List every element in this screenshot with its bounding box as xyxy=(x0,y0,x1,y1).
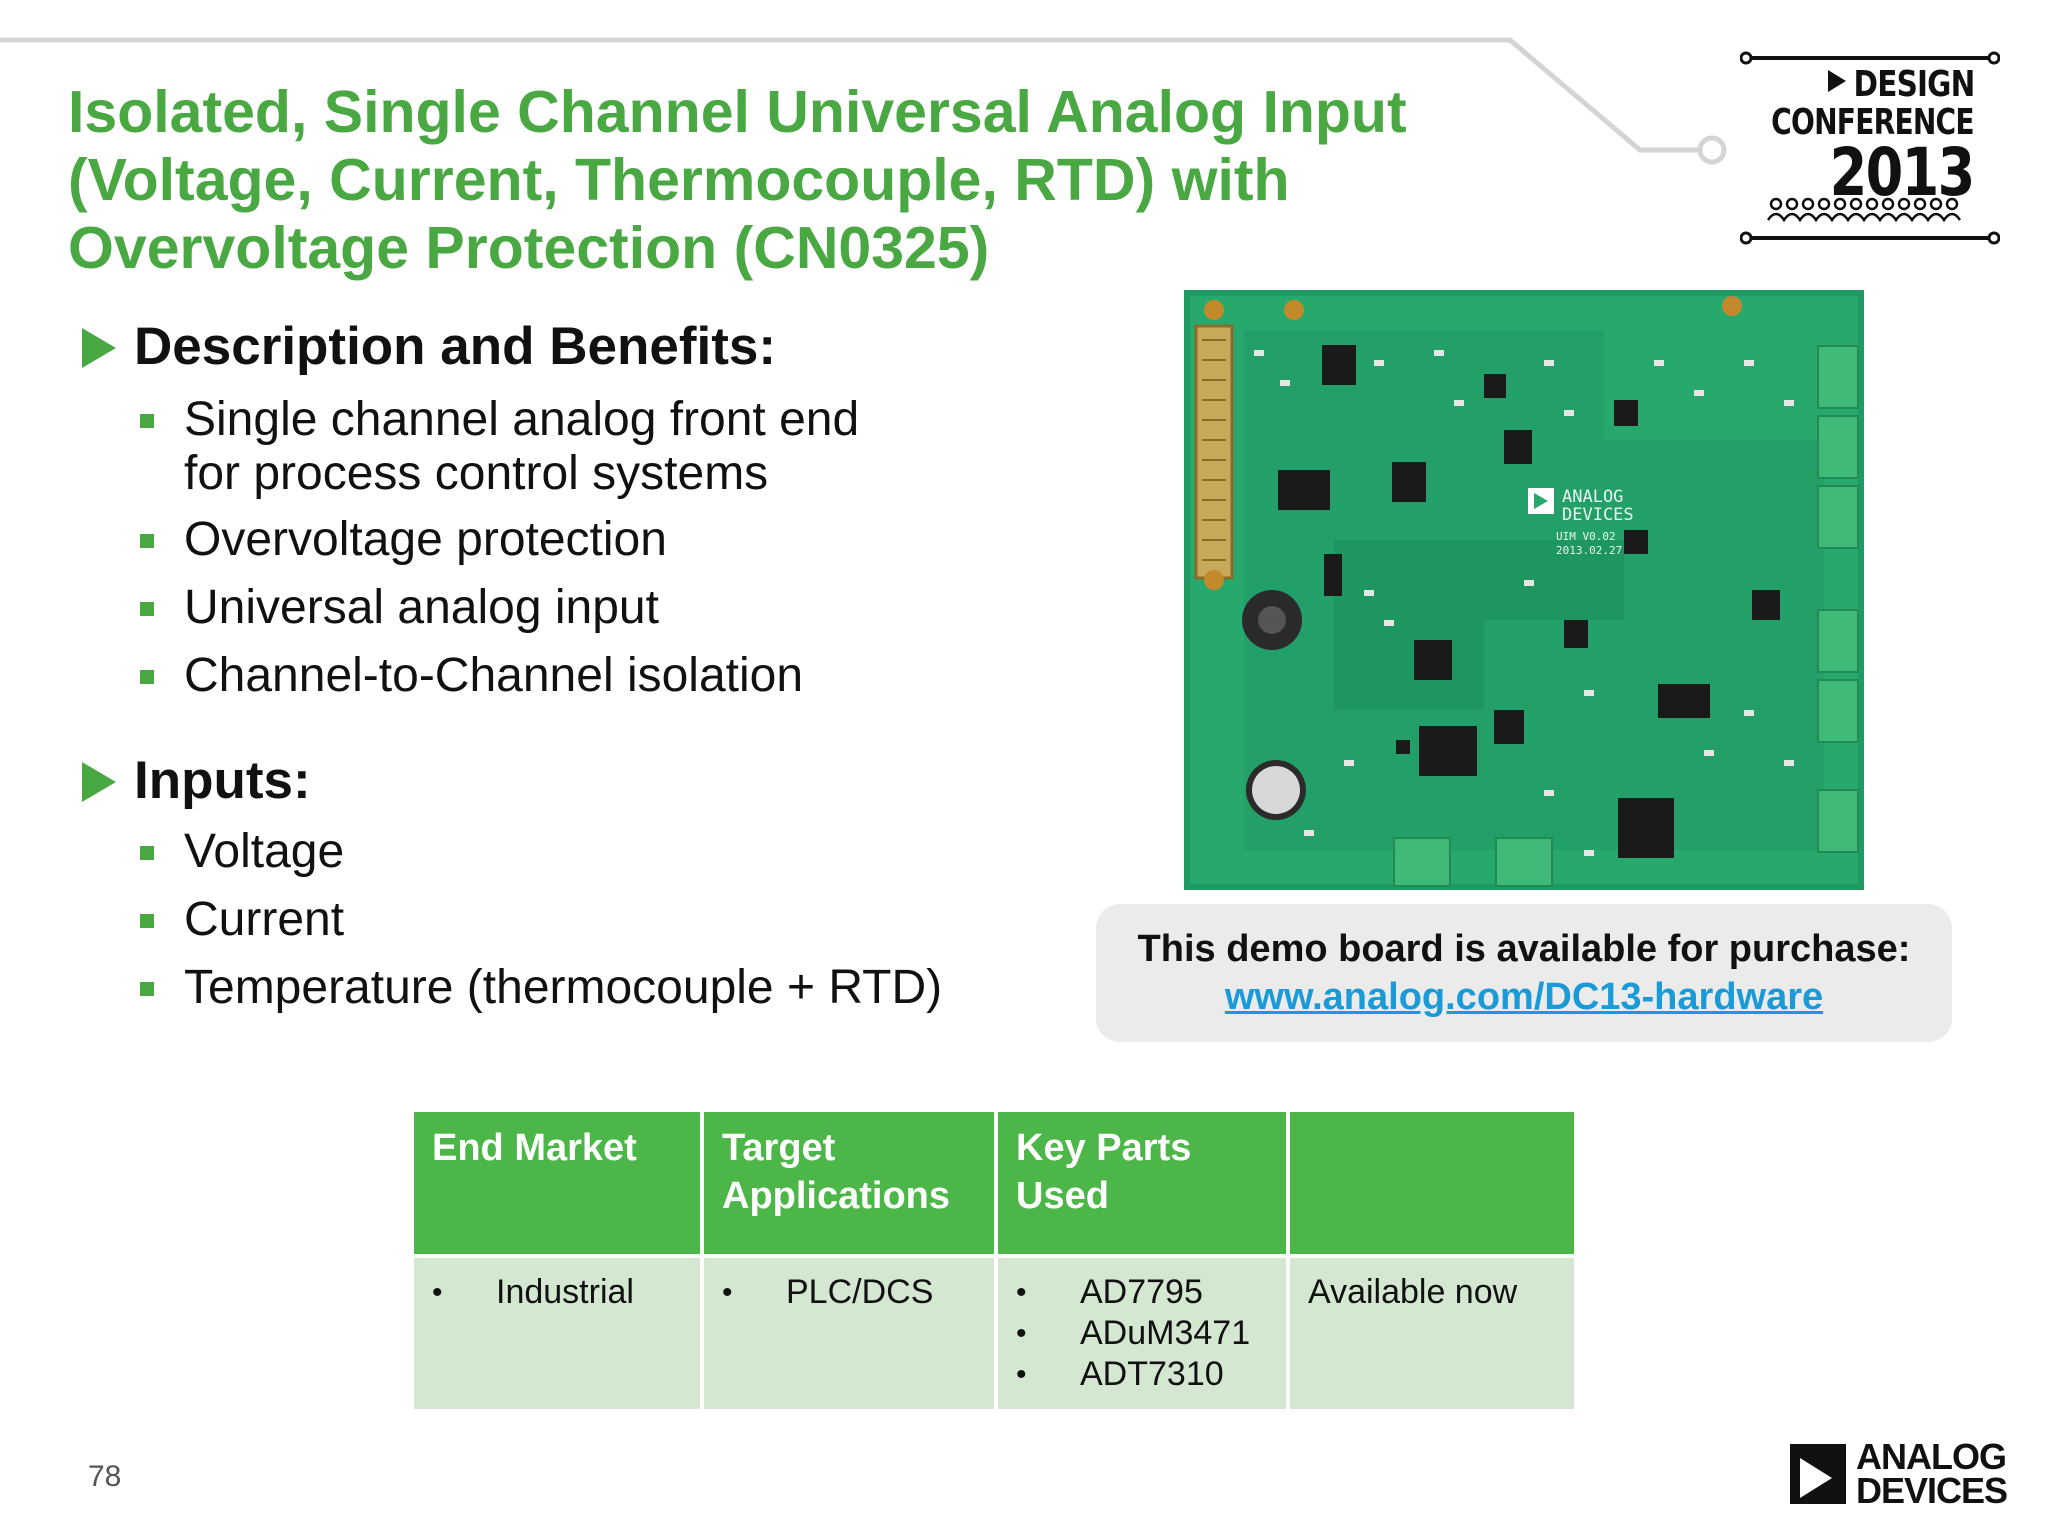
board-logo-line2: DEVICES xyxy=(1562,505,1634,525)
people-icon xyxy=(1766,197,1962,223)
hardware-link[interactable]: www.analog.com/DC13-hardware xyxy=(1224,976,1824,1018)
description-bullet-4: Channel-to-Channel isolation xyxy=(184,649,804,702)
bullet-square-icon xyxy=(140,534,154,548)
page-number: 78 xyxy=(88,1460,122,1493)
list-item: Industrial xyxy=(432,1272,682,1313)
header-key-parts: Key Parts Used xyxy=(998,1112,1286,1254)
inputs-bullet-3: Temperature (thermocouple + RTD) xyxy=(184,961,943,1014)
bullet-square-icon xyxy=(140,914,154,928)
cell-end-market: Industrial xyxy=(414,1258,700,1409)
board-id-text: UIM V0.02 xyxy=(1556,530,1616,543)
list-item: ADuM3471 xyxy=(1016,1313,1268,1354)
cell-target-applications: PLC/DCS xyxy=(704,1258,994,1409)
section-triangle-icon xyxy=(82,328,116,368)
badge-design-text: DESIGN xyxy=(1853,64,1975,105)
description-bullet-2: Overvoltage protection xyxy=(184,513,667,566)
description-bullet-1-cont: for process control systems xyxy=(184,447,769,500)
description-heading: Description and Benefits: xyxy=(134,317,776,376)
description-bullet-1: Single channel analog front end xyxy=(184,393,860,446)
bullet-square-icon xyxy=(140,982,154,996)
logo-line2: DEVICES xyxy=(1856,1470,2008,1511)
header-end-market: End Market xyxy=(414,1112,700,1254)
bullet-square-icon xyxy=(140,602,154,616)
bullet-square-icon xyxy=(140,846,154,860)
inputs-heading: Inputs: xyxy=(134,751,311,810)
cell-key-parts: AD7795 ADuM3471 ADT7310 xyxy=(998,1258,1286,1409)
purchase-callout: This demo board is available for purchas… xyxy=(1096,904,1952,1042)
header-target-applications: Target Applications xyxy=(704,1112,994,1254)
badge-year-text: 2013 xyxy=(1829,134,1976,211)
play-icon xyxy=(1828,70,1846,92)
parts-table: End Market Target Applications Key Parts… xyxy=(410,1108,1578,1413)
title-line-2: (Voltage, Current, Thermocouple, RTD) wi… xyxy=(68,147,1290,213)
description-bullet-3: Universal analog input xyxy=(184,581,659,634)
badge-frame-lines xyxy=(1740,51,2000,245)
header-trace-line xyxy=(0,37,1727,165)
inputs-bullet-1: Voltage xyxy=(184,825,345,878)
table-row: Industrial PLC/DCS AD7795 ADuM3471 ADT73… xyxy=(414,1258,1574,1409)
analog-devices-logo: ANALOG DEVICES xyxy=(1790,1439,2008,1510)
table-header-row: End Market Target Applications Key Parts… xyxy=(414,1112,1574,1254)
title-line-3: Overvoltage Protection (CN0325) xyxy=(68,215,990,281)
list-item: AD7795 xyxy=(1016,1272,1268,1313)
board-logo-line1: ANALOG xyxy=(1562,487,1623,507)
bullet-square-icon xyxy=(140,414,154,428)
demo-board-photo: ANALOG DEVICES UIM V0.02 2013.02.27 xyxy=(1184,290,1864,890)
design-conference-badge: DESIGN CONFERENCE 2013 xyxy=(1740,48,2000,248)
cell-availability: Available now xyxy=(1290,1258,1574,1409)
slide-title: Isolated, Single Channel Universal Analo… xyxy=(68,78,1508,282)
header-availability xyxy=(1290,1112,1574,1254)
section-triangle-icon xyxy=(82,762,116,802)
title-line-1: Isolated, Single Channel Universal Analo… xyxy=(68,79,1407,145)
badge-conference-text: CONFERENCE xyxy=(1771,102,1974,143)
analog-devices-mark-icon xyxy=(1790,1444,1846,1504)
callout-text: This demo board is available for purchas… xyxy=(1137,928,1911,970)
list-item: ADT7310 xyxy=(1016,1354,1268,1395)
bullet-square-icon xyxy=(140,670,154,684)
inputs-bullet-2: Current xyxy=(184,893,345,946)
logo-line1: ANALOG xyxy=(1856,1436,2007,1477)
board-date-text: 2013.02.27 xyxy=(1556,544,1622,557)
list-item: PLC/DCS xyxy=(722,1272,976,1313)
